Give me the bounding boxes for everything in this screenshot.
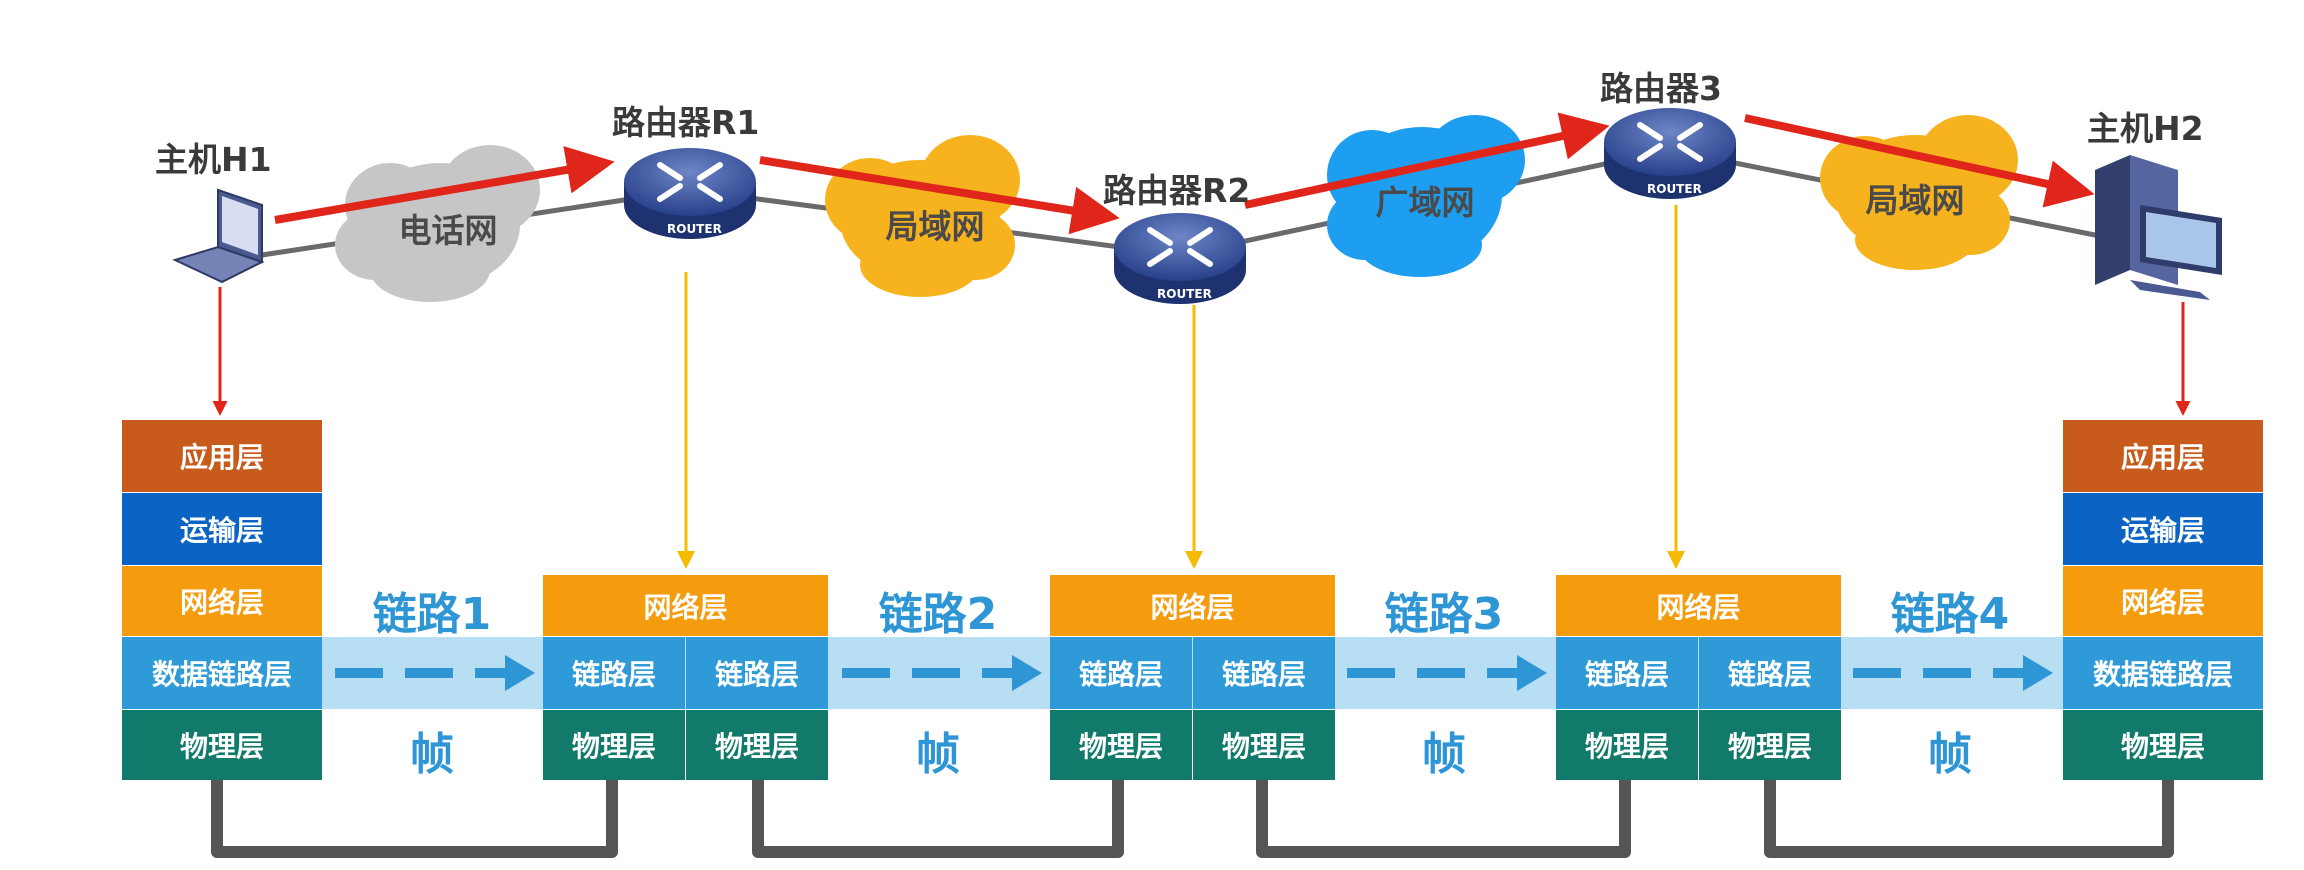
router-icon-r1 [624, 148, 756, 239]
desktop-computer-icon [2095, 155, 2222, 300]
layer-physical: 物理层 [1050, 710, 1192, 780]
layer-link: 链路层 [686, 637, 828, 709]
layer-physical: 物理层 [543, 710, 685, 780]
layer-link: 链路层 [1193, 637, 1335, 709]
layer-network: 网络层 [2063, 566, 2263, 636]
label-host-h1: 主机H1 [155, 140, 272, 179]
layer-link: 链路层 [543, 637, 685, 709]
layer-application: 应用层 [2063, 420, 2263, 492]
frame-arrowheads [505, 655, 2053, 691]
host-stack-pointers [212, 287, 2191, 416]
link-label: 链路2 [878, 589, 998, 640]
layer-link: 链路层 [1050, 637, 1192, 709]
layer-network: 网络层 [1556, 575, 1841, 636]
physical-cables [211, 778, 2174, 858]
layer-datalink: 数据链路层 [122, 637, 322, 709]
layer-network: 网络层 [543, 575, 828, 636]
layer-network: 网络层 [1050, 575, 1335, 636]
cloud-label: 局域网 [885, 207, 985, 246]
router-stack-pointers [677, 205, 1685, 569]
frame-label: 帧 [916, 729, 960, 780]
router-badge: ROUTER [1647, 182, 1702, 196]
link-label: 链路1 [372, 589, 492, 640]
router-icon-r2 [1114, 213, 1246, 304]
layer-application: 应用层 [122, 420, 322, 492]
router-badge: ROUTER [667, 222, 722, 236]
label-host-h2: 主机H2 [2087, 109, 2204, 148]
layer-link: 链路层 [1699, 637, 1841, 709]
layer-network: 网络层 [122, 566, 322, 636]
label-router-r3: 路由器3 [1600, 69, 1722, 108]
route-arrows [274, 112, 2095, 235]
link-label: 链路4 [1890, 589, 2010, 640]
layer-physical: 物理层 [1699, 710, 1841, 780]
frame-label: 帧 [410, 729, 454, 780]
cloud-label: 局域网 [1865, 181, 1965, 220]
router-icon-r3 [1604, 108, 1736, 199]
layer-physical: 物理层 [1556, 710, 1698, 780]
label-router-r2: 路由器R2 [1103, 171, 1251, 210]
frame-label: 帧 [1422, 729, 1466, 780]
cloud-label: 广域网 [1375, 183, 1475, 222]
layer-physical: 物理层 [1193, 710, 1335, 780]
cloud-phone-net [335, 145, 540, 302]
layer-transport: 运输层 [2063, 493, 2263, 565]
cloud-label: 电话网 [398, 211, 498, 250]
frame-label: 帧 [1928, 729, 1972, 780]
layer-transport: 运输层 [122, 493, 322, 565]
label-router-r1: 路由器R1 [612, 103, 760, 142]
link-label: 链路3 [1384, 589, 1504, 640]
layer-physical: 物理层 [686, 710, 828, 780]
router-badge: ROUTER [1157, 287, 1212, 301]
layer-physical: 物理层 [122, 710, 322, 780]
layer-physical: 物理层 [2063, 710, 2263, 780]
laptop-icon [172, 188, 265, 284]
layer-link: 链路层 [1556, 637, 1698, 709]
layer-datalink: 数据链路层 [2063, 637, 2263, 709]
